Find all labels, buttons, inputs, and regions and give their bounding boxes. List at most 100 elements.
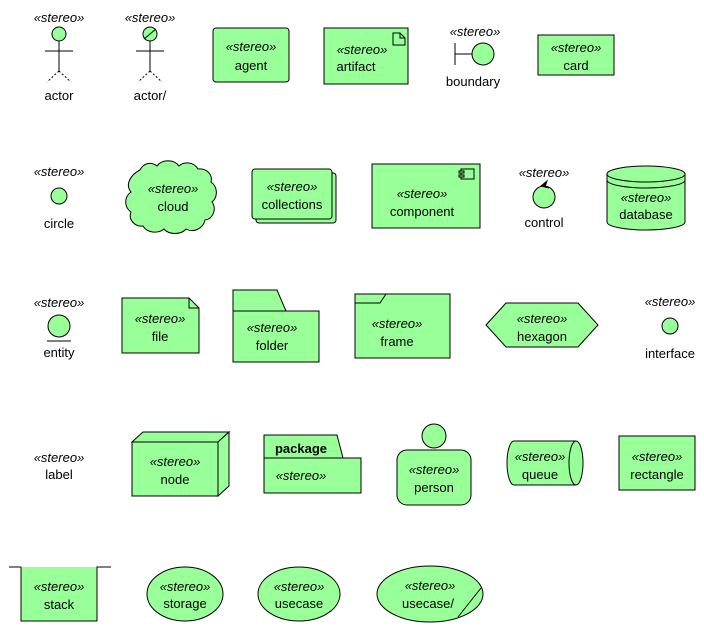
element-circle[interactable]: «stereo» circle [34,164,85,231]
element-label: agent [235,58,268,73]
element-label: actor/ [134,88,167,103]
element-database[interactable]: «stereo» database [606,165,686,231]
stereotype-label: «stereo» [519,165,570,180]
element-label: interface [645,346,695,361]
stereotype-label: «stereo» [517,311,568,326]
business-usecase-shape [376,565,484,623]
element-label: cloud [157,199,188,214]
element-label: node [161,472,190,487]
element-label: usecase/ [402,596,454,611]
element-collections[interactable]: «stereo» collections [251,168,337,224]
element-person[interactable]: «stereo» person [396,423,472,506]
element-label: hexagon [517,329,567,344]
element-label: database [619,207,673,222]
entity-icon [47,314,71,342]
component-icon [458,168,475,180]
element-usecase-business[interactable]: «stereo» usecase/ [376,565,484,623]
stereotype-label: «stereo» [515,449,566,464]
stereotype-label: «stereo» [34,295,85,310]
element-label: frame [380,334,413,349]
stereotype-label: «stereo» [409,462,460,477]
element-hexagon[interactable]: «stereo» hexagon [485,302,599,348]
element-card[interactable]: «stereo» card [537,34,615,76]
element-agent[interactable]: «stereo» agent [212,27,290,83]
element-control[interactable]: «stereo» control [519,165,570,230]
element-label: component [390,204,455,219]
circle-icon [50,187,68,205]
frame-shape [354,293,451,359]
stereotype-label: «stereo» [621,190,672,205]
element-label: label [45,467,73,482]
element-folder[interactable]: «stereo» folder [232,289,320,363]
stereotype-label: «stereo» [150,454,201,469]
stereotype-label: «stereo» [135,311,186,326]
element-label-item[interactable]: «stereo» label [34,450,85,482]
element-frame[interactable]: «stereo» frame [354,293,451,359]
person-shape [396,423,472,506]
element-actor-business[interactable]: «stereo» actor/ [125,10,176,103]
business-actor-icon [136,26,164,83]
element-stack[interactable]: «stereo» stack [9,566,111,622]
element-artifact[interactable]: «stereo» artifact [323,27,409,85]
element-label: person [414,480,454,495]
element-queue[interactable]: «stereo» queue [506,440,584,486]
cloud-shape [125,160,217,234]
element-component[interactable]: «stereo» component [371,163,481,229]
file-shape [121,297,200,354]
card-shape [537,34,615,76]
element-label: file [152,329,169,344]
agent-shape [212,27,290,83]
element-label: folder [256,338,289,353]
element-label: stack [44,597,75,612]
stereotype-label: «stereo» [267,179,318,194]
element-label: actor [45,88,75,103]
database-shape [606,165,686,231]
stereotype-label: «stereo» [551,40,602,55]
stereotype-label: «stereo» [450,24,501,39]
hexagon-shape [485,302,599,348]
folder-shape [232,289,320,363]
element-label: collections [262,197,323,212]
element-storage[interactable]: «stereo» storage [146,566,224,622]
stereotype-label: «stereo» [645,294,696,309]
element-label: circle [44,216,74,231]
usecase-shape [257,566,341,622]
stereotype-label: «stereo» [34,450,85,465]
queue-shape [506,440,584,486]
stereotype-label: «stereo» [337,42,388,57]
stereotype-label: «stereo» [276,468,327,483]
stereotype-label: «stereo» [397,186,448,201]
stereotype-label: «stereo» [34,579,85,594]
stereotype-label: «stereo» [34,10,85,25]
stereotype-label: «stereo» [226,39,277,54]
element-rectangle[interactable]: «stereo» rectangle [618,435,696,491]
stereotype-label: «stereo» [148,181,199,196]
element-usecase[interactable]: «stereo» usecase [257,566,341,622]
element-package[interactable]: package «stereo» [263,434,362,494]
element-interface[interactable]: «stereo» interface [645,294,696,361]
storage-shape [146,566,224,622]
stack-shape [9,566,111,622]
control-icon [532,179,556,209]
element-actor[interactable]: «stereo» actor [34,10,85,103]
element-label: queue [522,467,558,482]
element-file[interactable]: «stereo» file [121,297,200,354]
element-label: boundary [446,74,501,89]
element-label: package [275,441,327,456]
element-node[interactable]: «stereo» node [130,430,231,498]
stereotype-label: «stereo» [34,164,85,179]
element-label: storage [163,596,206,611]
element-cloud[interactable]: «stereo» cloud [125,160,217,234]
element-boundary[interactable]: «stereo» boundary [446,24,501,89]
node-shape [130,430,231,498]
stereotype-label: «stereo» [247,320,298,335]
element-label: artifact [336,59,375,74]
stereotype-label: «stereo» [632,449,683,464]
stick-figure-icon [45,26,73,83]
package-shape [263,434,362,494]
element-entity[interactable]: «stereo» entity [34,295,85,360]
stereotype-label: «stereo» [274,579,325,594]
folded-corner-icon [392,32,406,46]
element-label: card [563,58,588,73]
